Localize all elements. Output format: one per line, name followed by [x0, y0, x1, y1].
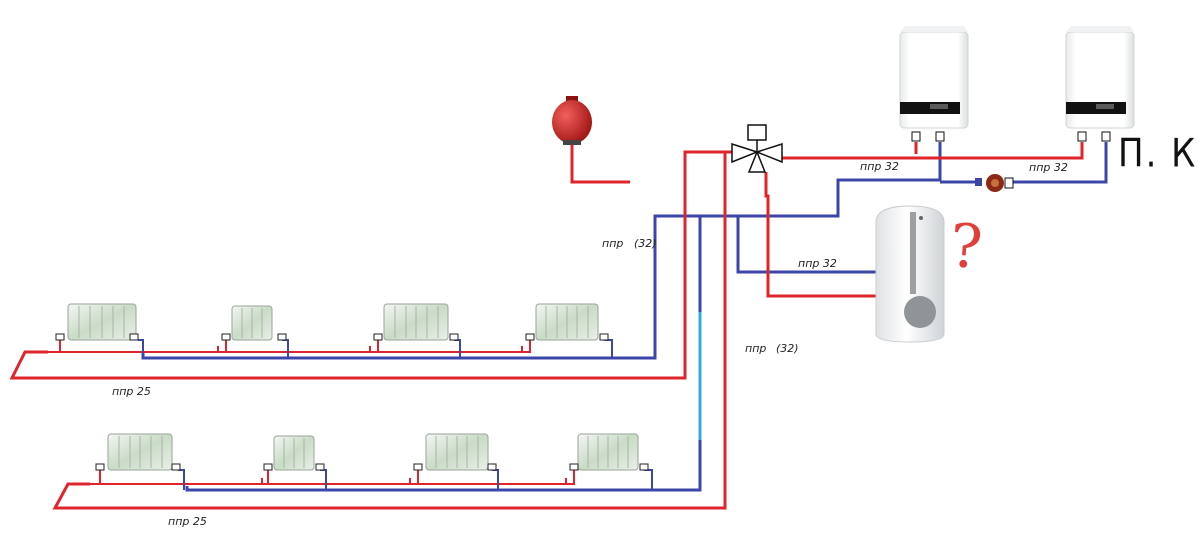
supply-pipes: [9, 142, 1084, 510]
radiator: [67, 303, 137, 341]
riser-label-left: ппр: [602, 237, 624, 250]
riser-size-right: (32): [776, 342, 799, 355]
radiator: [107, 433, 173, 471]
pipe-label-tank: ппр 32: [798, 257, 837, 270]
indirect-water-heater: [875, 205, 945, 343]
boiler-1: [899, 26, 969, 129]
expansion-vessel: [552, 96, 592, 145]
pipe-label-floor2: ппр 25: [168, 515, 207, 528]
floor2-connections: [90, 469, 653, 490]
riser-size-left: (32): [634, 237, 657, 250]
radiator-valves: [55, 333, 649, 471]
boiler-2: [1065, 26, 1135, 129]
radiator: [383, 303, 449, 341]
boiler-valves: [911, 131, 1111, 142]
radiator: [577, 433, 639, 471]
radiator: [273, 435, 315, 471]
circulation-pump: [975, 174, 1014, 192]
pipe-label-floor1: ппр 25: [112, 385, 151, 398]
riser-label-right: ппр: [745, 342, 767, 355]
handwritten-note: П. К: [1118, 131, 1198, 177]
pipe-label-boiler2: ппр 32: [1029, 161, 1068, 174]
floor1-connections: [48, 339, 613, 358]
pipe-label-boiler1: ппр 32: [860, 160, 899, 173]
three-way-valve: [731, 124, 783, 173]
question-mark-annotation: ?: [947, 210, 985, 284]
radiator: [425, 433, 489, 471]
radiator: [535, 303, 599, 341]
radiator: [231, 305, 273, 341]
